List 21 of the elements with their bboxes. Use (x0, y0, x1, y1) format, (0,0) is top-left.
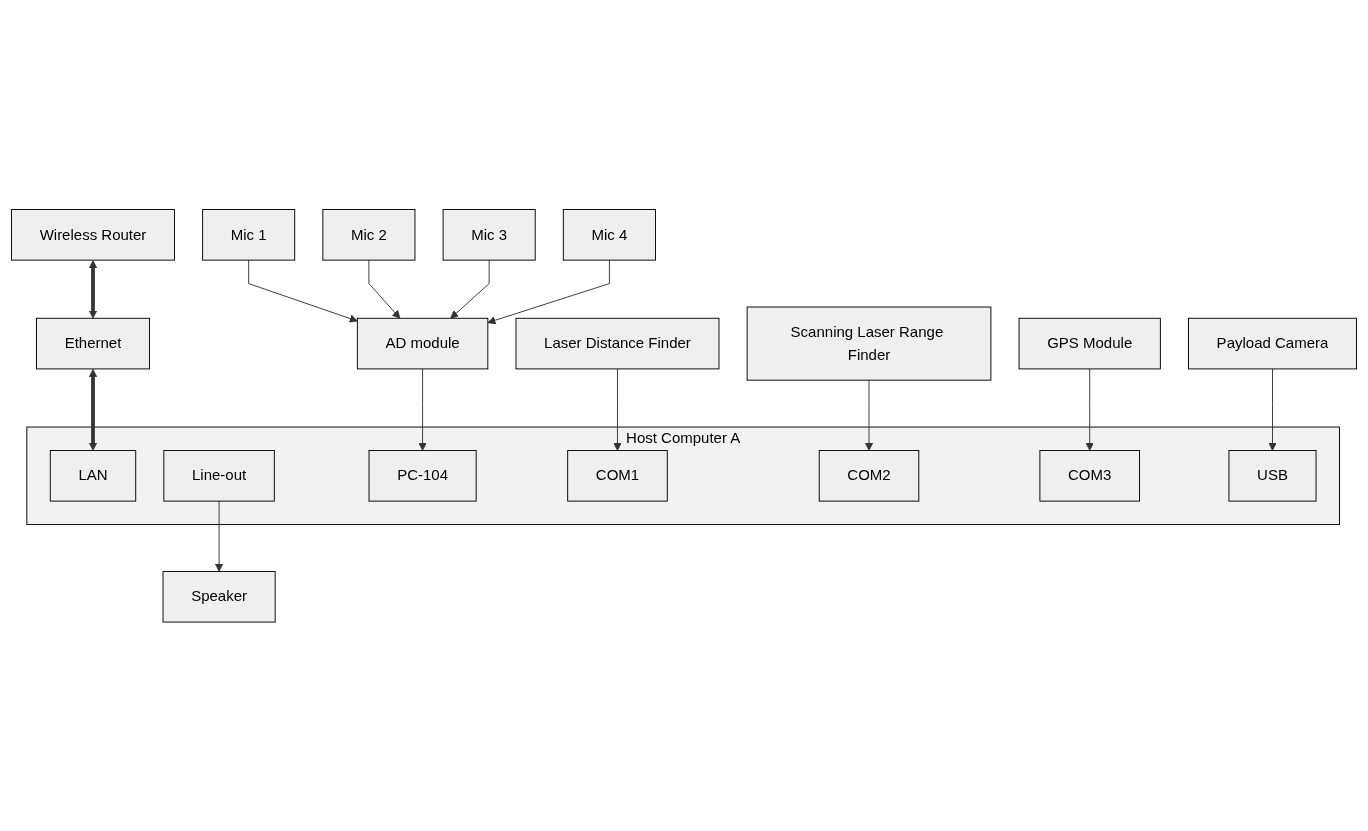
node-box: Mic 1 (202, 208, 296, 261)
node-box: Mic 4 (562, 208, 656, 261)
node-box: Payload Camera (1188, 317, 1357, 370)
node-box: LAN (49, 449, 137, 502)
node-box: COM3 (1039, 449, 1140, 502)
node-box: USB (1228, 449, 1317, 502)
node-box: GPS Module (1018, 317, 1161, 370)
node-box: COM2 (818, 449, 920, 502)
node-box: Line-out (163, 449, 275, 502)
node-box: PC-104 (368, 449, 477, 502)
node-box: Ethernet (36, 317, 150, 370)
node-box: Wireless Router (11, 208, 175, 261)
node-box: Mic 3 (442, 208, 536, 261)
node-box: Scanning Laser Range Finder (746, 306, 992, 381)
node-box: Speaker (162, 570, 276, 623)
node-box: Laser Distance Finder (515, 317, 720, 370)
node-box: AD module (356, 317, 489, 370)
arrow (88, 259, 98, 319)
arrow (88, 368, 98, 451)
node-box: Mic 2 (322, 208, 416, 261)
node-box: COM1 (567, 449, 668, 502)
